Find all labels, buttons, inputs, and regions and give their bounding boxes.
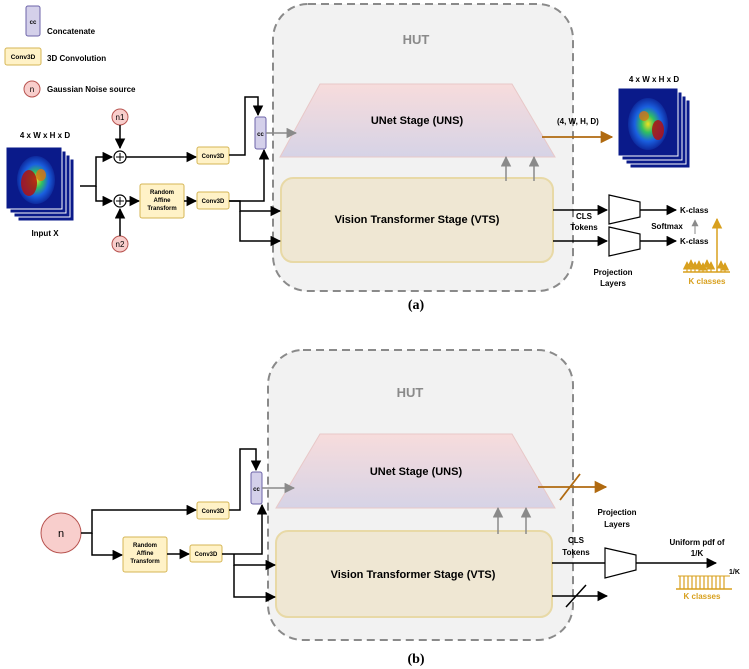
cls-line1-b: CLS (568, 536, 585, 545)
uns-output-dims-a: (4, W, H, D) (557, 117, 599, 126)
output-dims-a: 4 x W x H x D (629, 75, 679, 84)
legend-concat-label: Concatenate (47, 27, 96, 36)
conv2-to-vts-path-2-a (239, 211, 282, 247)
affine-line3-a: Transform (147, 206, 176, 212)
affine-line3-b: Transform (130, 559, 159, 565)
cls-line2-b: Tokens (562, 548, 590, 557)
uniform-histogram-b (676, 575, 732, 590)
panel-a: HUT UNet Stage (UNS) Vision Transformer … (5, 3, 730, 313)
noise-n1-label: n1 (116, 113, 125, 122)
kclass-1-a: K-class (680, 206, 709, 215)
conv2-to-concat-path-a (229, 148, 270, 202)
softmax-label-a: Softmax (651, 222, 683, 231)
noise-n2-label: n2 (116, 240, 125, 249)
uniform-line1-b: Uniform pdf of (669, 538, 724, 547)
uniform-line2-b: 1/K (691, 549, 704, 558)
conv2-label-b: Conv3D (195, 552, 218, 558)
k-classes-label-a: K classes (689, 277, 726, 286)
legend-conv-symbol (4, 47, 42, 66)
uns-label-a: UNet Stage (UNS) (371, 115, 464, 127)
vts-label-b: Vision Transformer Stage (VTS) (331, 569, 496, 581)
legend-noise-symbol-text: n (30, 85, 34, 94)
affine-line2-b: Affine (137, 551, 155, 557)
caption-b: (b) (407, 652, 424, 667)
input-volume-a (5, 146, 75, 222)
input-split-path-a (80, 151, 114, 187)
cls-line2-a: Tokens (570, 223, 598, 232)
caption-a: (a) (408, 298, 425, 313)
one-over-k-label-b: 1/K (729, 569, 740, 576)
cls-arrow-2-cut-b (565, 584, 587, 608)
noise-split-path-2-b (91, 533, 124, 561)
proj-line2-b: Layers (604, 520, 630, 529)
panel-b: HUT UNet Stage (UNS) Vision Transformer … (40, 349, 740, 667)
kclass-histogram-a (682, 217, 730, 273)
kclass-2-a: K-class (680, 237, 709, 246)
hut-label-b: HUT (397, 385, 424, 400)
k-classes-label-b: K classes (684, 592, 721, 601)
conv1-label-a: Conv3D (202, 154, 225, 160)
input-dims-a: 4 x W x H x D (20, 131, 70, 140)
legend-noise-symbol (23, 80, 41, 98)
uns-output-cut-b (559, 473, 581, 501)
legend: cc Concatenate Conv3D 3D Convolution n G… (4, 5, 136, 98)
input-split-path-2-a (95, 186, 114, 207)
noise-split-path-1-b (81, 504, 198, 534)
noise-n-label: n (58, 528, 64, 540)
uns-label-b: UNet Stage (UNS) (370, 466, 463, 478)
legend-concat-symbol (25, 5, 41, 37)
input-label-a: Input X (31, 229, 59, 238)
legend-conv-label: 3D Convolution (47, 54, 106, 63)
projection-layer-b (604, 547, 637, 579)
conv2-to-vts-path-1-a (229, 200, 282, 217)
legend-noise-label: Gaussian Noise source (47, 85, 136, 94)
hut-label-a: HUT (403, 32, 430, 47)
proj-line2-a: Layers (600, 279, 626, 288)
affine-line1-b: Random (133, 543, 157, 549)
proj-line1-b: Projection (597, 508, 636, 517)
vts-label-a: Vision Transformer Stage (VTS) (335, 214, 500, 226)
conv1-to-concat-path-b (229, 448, 262, 511)
legend-concat-symbol-text: cc (30, 20, 37, 26)
conv1-label-b: Conv3D (202, 509, 225, 515)
affine-line2-a: Affine (154, 198, 172, 204)
cls-line1-a: CLS (576, 212, 593, 221)
projection-layer-1-a (608, 194, 641, 225)
conv2-to-concat-path-b (222, 503, 268, 555)
projection-layer-2-a (608, 226, 641, 257)
legend-conv-symbol-text: Conv3D (11, 54, 36, 61)
vts-block-a (280, 177, 554, 263)
conv2-label-a: Conv3D (202, 199, 225, 205)
proj-line1-a: Projection (593, 268, 632, 277)
concat-label-b: cc (253, 487, 260, 493)
concat-label-a: cc (257, 132, 264, 138)
output-volume-a (617, 87, 691, 169)
conv2-to-vts-path-2-b (233, 565, 277, 603)
vts-block-b (275, 530, 553, 618)
affine-line1-a: Random (150, 190, 174, 196)
conv1-to-concat-path-a (229, 96, 264, 156)
